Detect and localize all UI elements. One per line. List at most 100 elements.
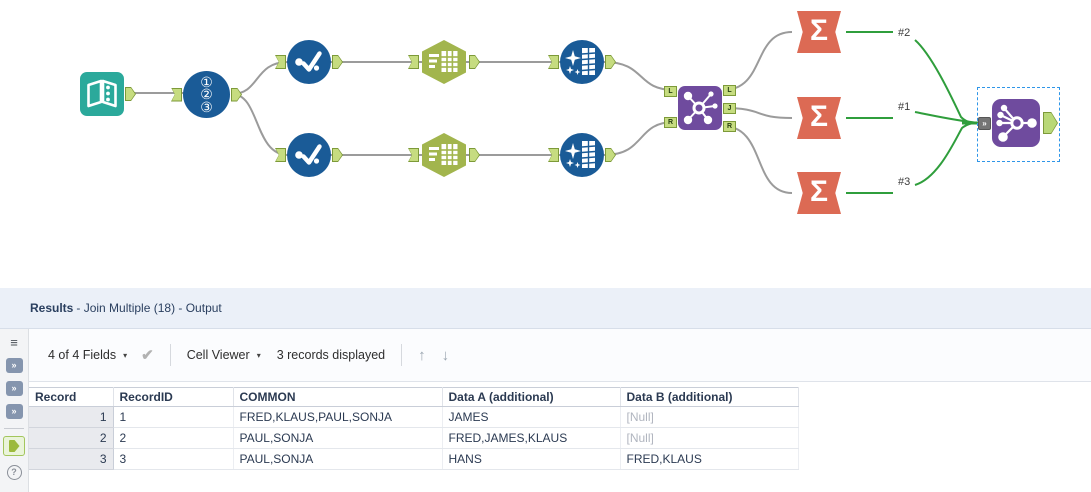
join-right-output-anchor[interactable]: R — [723, 121, 736, 132]
join-network-icon — [683, 91, 718, 125]
output-anchor-button[interactable] — [3, 436, 25, 456]
results-panel: Results - Join Multiple (18) - Output ≡ … — [0, 288, 1091, 492]
output-anchor[interactable] — [231, 88, 242, 102]
table-cell: PAUL,SONJA — [233, 448, 443, 470]
digit-3-icon: ③ — [200, 98, 213, 115]
output-anchor[interactable] — [1043, 112, 1058, 134]
help-icon[interactable]: ? — [6, 465, 22, 480]
expand-panel-button-1[interactable]: » — [5, 358, 23, 373]
input-anchor[interactable] — [408, 55, 419, 69]
output-anchor[interactable] — [125, 87, 136, 101]
text-to-columns-tool-bottom[interactable] — [420, 132, 468, 178]
expand-panel-button-3[interactable]: » — [5, 404, 23, 419]
select-check-icon — [295, 144, 322, 165]
output-anchor[interactable] — [605, 55, 616, 69]
column-header[interactable]: Data B (additional) — [620, 387, 799, 407]
output-anchor-icon — [8, 440, 20, 452]
column-header[interactable]: Data A (additional) — [442, 387, 621, 407]
table-cell: 2 — [113, 427, 234, 449]
record-id-tool[interactable]: ① ② ③ — [183, 71, 230, 118]
input-data-tool[interactable] — [80, 72, 124, 116]
digit-2-icon: ② — [200, 86, 213, 103]
input-anchor[interactable] — [408, 148, 419, 162]
select-check-icon — [295, 51, 322, 72]
results-subtitle: - Join Multiple (18) - Output — [76, 301, 222, 315]
data-cleansing-tool-top[interactable] — [560, 40, 604, 84]
column-header[interactable]: COMMON — [233, 387, 443, 407]
table-cell: FRED,KLAUS,PAUL,SONJA — [233, 406, 443, 428]
join-multiple-network-icon — [996, 104, 1037, 142]
join-left-output-anchor[interactable]: L — [723, 85, 736, 96]
column-header[interactable]: Record — [29, 387, 114, 407]
fields-dropdown-label: 4 of 4 Fields — [48, 348, 117, 362]
output-anchor[interactable] — [332, 55, 343, 69]
select-tool-bottom[interactable] — [287, 133, 331, 177]
summarize-tool-3[interactable]: Σ — [797, 172, 841, 214]
summarize-tool-1[interactable]: Σ — [797, 11, 841, 53]
results-sidebar: ≡ » » » ? — [0, 329, 29, 492]
text-to-columns-tool-top[interactable] — [420, 39, 468, 85]
selection-box — [977, 87, 1060, 162]
expand-panel-button-2[interactable]: » — [5, 381, 23, 396]
text-to-columns-icon — [422, 133, 466, 177]
results-title: Results — [30, 301, 74, 315]
results-main: 4 of 4 Fields ▾ ✔ Cell Viewer ▾ 3 record… — [29, 329, 1091, 492]
summarize-tool-2[interactable]: Σ — [797, 97, 841, 139]
output-anchor[interactable] — [469, 148, 480, 162]
digit-1-icon: ① — [200, 73, 213, 90]
input-anchor[interactable] — [275, 55, 286, 69]
scroll-up-icon[interactable]: ↑ — [418, 346, 426, 364]
input-anchor[interactable] — [275, 148, 286, 162]
column-header[interactable]: RecordID — [113, 387, 234, 407]
output-anchor[interactable] — [332, 148, 343, 162]
row-number-cell: 3 — [29, 448, 114, 470]
workflow-canvas[interactable]: ① ② ③ — [0, 0, 1091, 288]
join-left-input-anchor[interactable]: L — [664, 86, 677, 97]
join-multiple-tool[interactable] — [992, 99, 1040, 147]
connection-wires — [126, 31, 980, 194]
input-anchor[interactable] — [548, 148, 559, 162]
table-cell: [Null] — [620, 427, 799, 449]
cell-viewer-label: Cell Viewer — [186, 348, 250, 362]
data-cleansing-tool-bottom[interactable] — [560, 133, 604, 177]
table-cell: PAUL,SONJA — [233, 427, 443, 449]
toolbar-divider — [401, 344, 403, 366]
row-number-cell: 1 — [29, 406, 114, 428]
select-tool-top[interactable] — [287, 40, 331, 84]
toolbar-divider — [169, 344, 171, 366]
fields-dropdown[interactable]: 4 of 4 Fields ▾ — [48, 348, 127, 362]
connection-label-3: #3 — [896, 176, 913, 188]
cell-viewer-dropdown[interactable]: Cell Viewer ▾ — [187, 348, 261, 362]
multi-input-anchor[interactable]: » — [978, 117, 991, 130]
output-anchor[interactable] — [605, 148, 616, 162]
list-view-icon[interactable]: ≡ — [10, 335, 18, 350]
table-cell: JAMES — [442, 406, 621, 428]
sigma-icon: Σ — [809, 175, 828, 208]
table-cell: HANS — [442, 448, 621, 470]
records-displayed-text: 3 records displayed — [276, 348, 386, 362]
join-right-input-anchor[interactable]: R — [664, 117, 677, 128]
scroll-down-icon[interactable]: ↓ — [441, 346, 450, 364]
table-cell: [Null] — [620, 406, 799, 428]
table-cell: FRED,JAMES,KLAUS — [442, 427, 621, 449]
data-cleansing-icon — [565, 48, 596, 75]
sigma-icon: Σ — [809, 100, 828, 133]
sigma-icon: Σ — [809, 14, 828, 47]
table-cell: 1 — [113, 406, 234, 428]
join-join-output-anchor[interactable]: J — [723, 103, 736, 114]
results-toolbar: 4 of 4 Fields ▾ ✔ Cell Viewer ▾ 3 record… — [29, 329, 1091, 382]
chevron-down-icon: ▾ — [123, 350, 128, 360]
table-cell: 3 — [113, 448, 234, 470]
data-cleansing-icon — [565, 141, 596, 168]
output-anchor[interactable] — [469, 55, 480, 69]
input-anchor[interactable] — [171, 88, 182, 102]
apply-check-icon[interactable]: ✔ — [141, 347, 154, 364]
input-anchor[interactable] — [548, 55, 559, 69]
join-tool[interactable]: L R L J R — [664, 85, 736, 132]
